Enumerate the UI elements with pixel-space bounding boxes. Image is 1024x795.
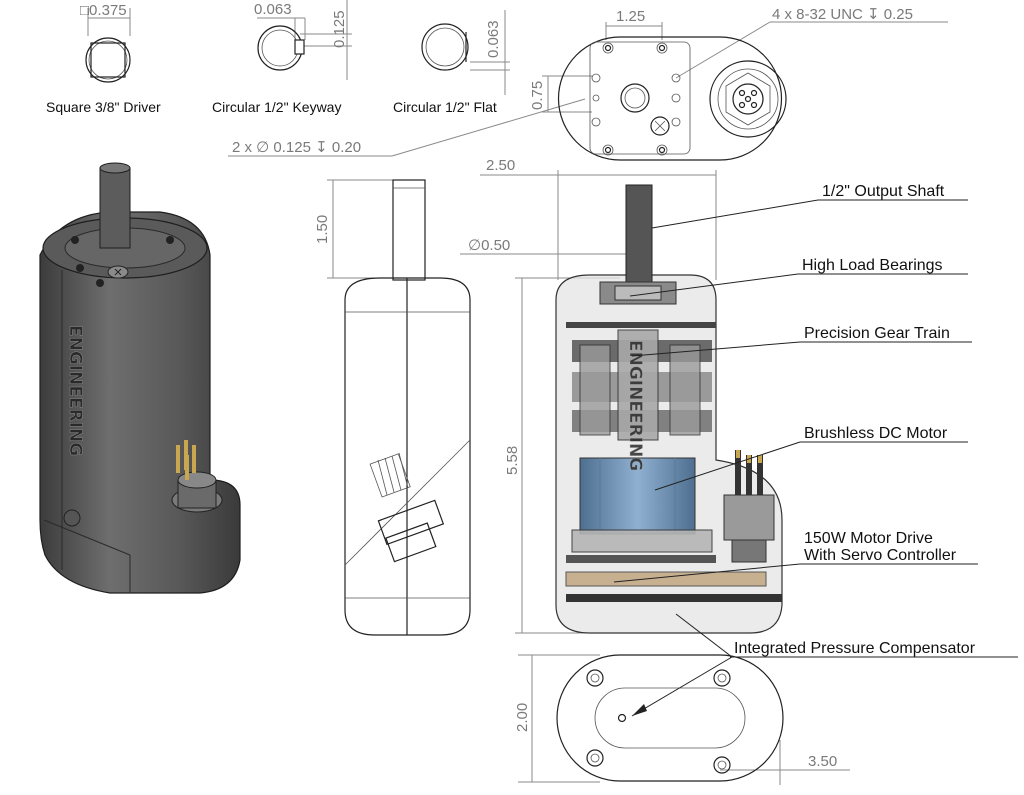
top-view: 1.25 0.75 4 x 8-32 UNC ↧ 0.25 2 x ∅ 0.12… — [228, 6, 948, 161]
square-driver-caption: Square 3/8" Driver — [46, 99, 161, 115]
keyway-dim-a: 0.063 — [254, 1, 292, 18]
square-driver-option: □0.375 Square 3/8" Driver — [46, 2, 161, 115]
compensator-label: Integrated Pressure Compensator — [734, 640, 976, 657]
bottom-height-dim: 2.00 — [514, 703, 531, 732]
bottom-view: 2.00 3.50 — [514, 654, 850, 785]
callout-motor-drive: 150W Motor Drive With Servo Controller — [613, 530, 978, 583]
callout-motor: Brushless DC Motor — [654, 425, 968, 491]
drive-label-line2: With Servo Controller — [804, 547, 957, 564]
keyway-caption: Circular 1/2" Keyway — [212, 99, 341, 115]
threads-note: 4 x 8-32 UNC ↧ 0.25 — [772, 6, 913, 23]
iso-brand-text: ENGINEERING — [65, 325, 85, 456]
top-width-dim: 1.25 — [616, 8, 645, 25]
callout-bearings: High Load Bearings — [629, 257, 968, 297]
front-height-dim: 5.58 — [504, 446, 521, 475]
gear-train-label: Precision Gear Train — [804, 325, 950, 342]
shaft-length-dim: 1.50 — [314, 215, 331, 244]
front-brand-text: ENGINEERING — [625, 340, 645, 471]
shaft-diameter-dim: ∅0.50 — [468, 237, 510, 254]
front-width-dim: 2.50 — [486, 157, 515, 174]
callout-compensator: Integrated Pressure Compensator — [631, 613, 1018, 717]
callout-output-shaft: 1/2" Output Shaft — [651, 183, 968, 229]
bottom-length-dim: 3.50 — [808, 753, 837, 770]
flat-caption: Circular 1/2" Flat — [393, 99, 497, 115]
flat-option: 0.063 Circular 1/2" Flat — [393, 10, 510, 115]
square-driver-dim: □0.375 — [80, 2, 127, 19]
output-shaft-label: 1/2" Output Shaft — [822, 183, 945, 200]
iso-view: ENGINEERING — [39, 162, 241, 594]
bearings-label: High Load Bearings — [802, 257, 943, 274]
holes-note: 2 x ∅ 0.125 ↧ 0.20 — [232, 139, 361, 156]
callout-gear-train: Precision Gear Train — [631, 325, 972, 357]
drive-label-line1: 150W Motor Drive — [804, 530, 933, 547]
flat-dim: 0.063 — [485, 20, 502, 58]
keyway-option: 0.063 0.125 Circular 1/2" Keyway — [212, 0, 352, 115]
keyway-dim-b: 0.125 — [331, 10, 348, 48]
front-view: 2.50 ∅0.50 5.58 ENGINEERING — [460, 157, 783, 634]
side-view: 1.50 — [314, 179, 471, 636]
top-height-dim: 0.75 — [529, 81, 546, 110]
motor-label: Brushless DC Motor — [804, 425, 948, 442]
